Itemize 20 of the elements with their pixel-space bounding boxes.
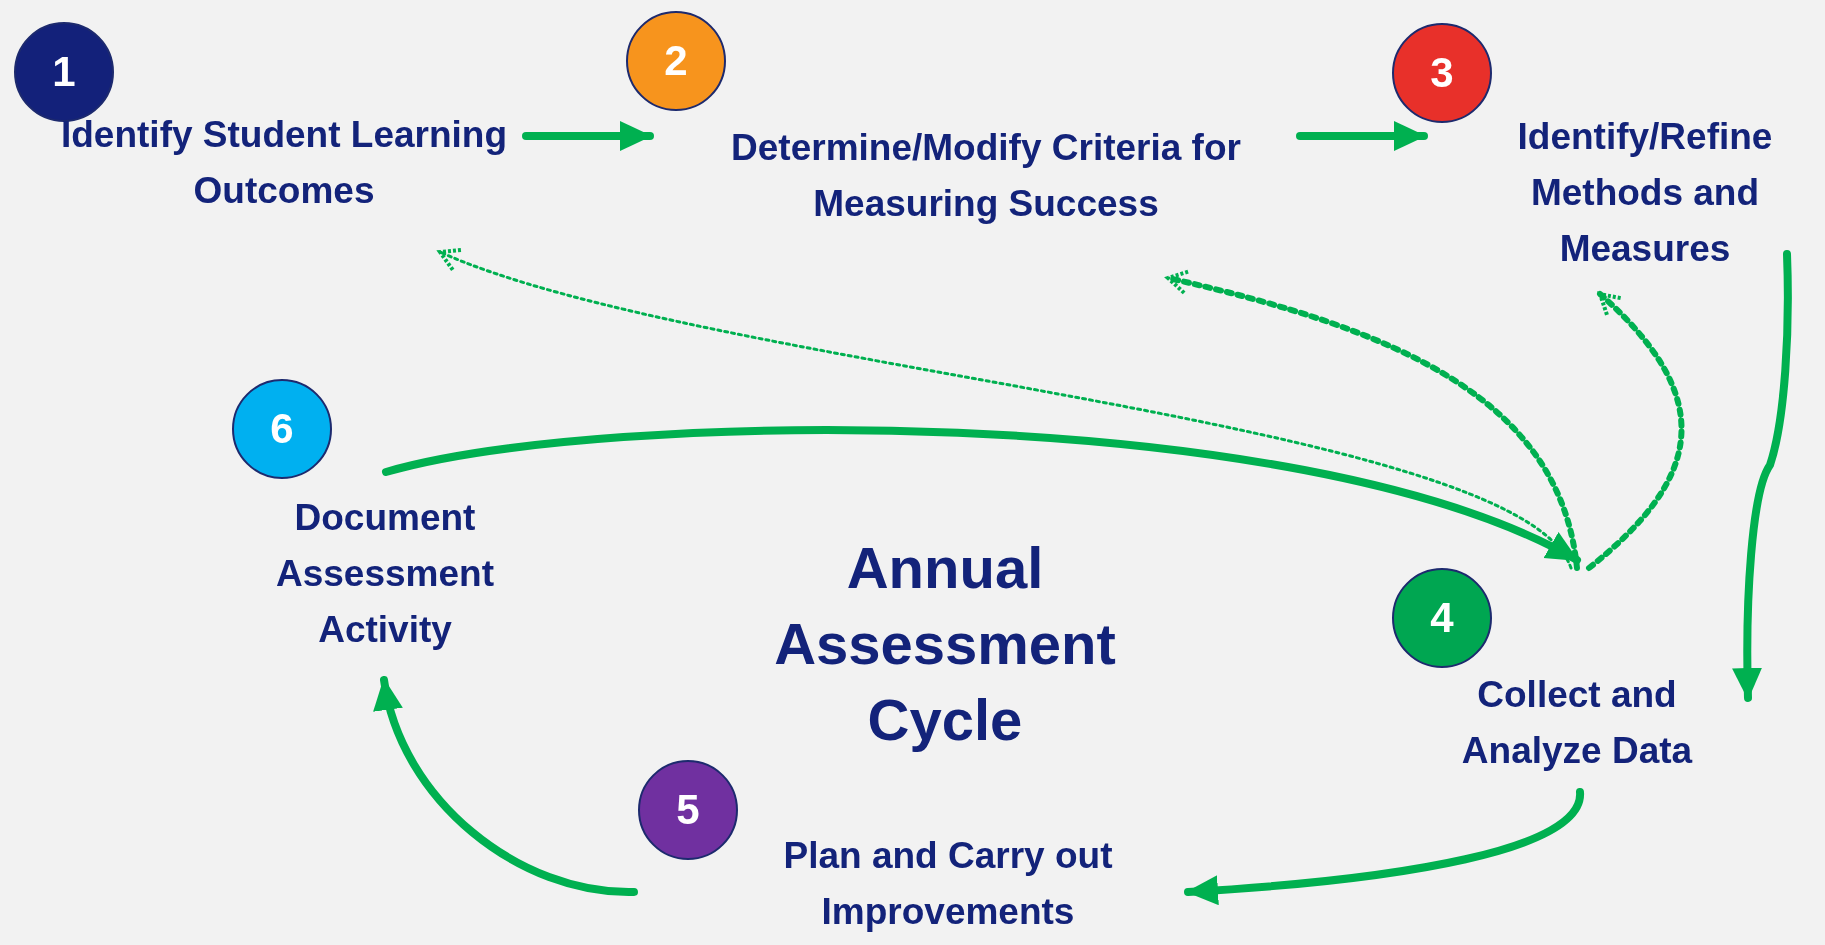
arrow <box>1296 121 1428 151</box>
arrow <box>1732 250 1792 702</box>
number-badge: 4 <box>1392 568 1492 668</box>
number-badge: 6 <box>232 379 332 479</box>
step-label: Determine/Modify Criteria for Measuring Success <box>730 126 1242 226</box>
number-badge: 3 <box>1392 23 1492 123</box>
step-label: Document Assessment Activity <box>275 496 495 652</box>
step-label: Collect and Analyze Data <box>1460 673 1694 773</box>
step-label: Plan and Carry out Improvements <box>782 834 1114 934</box>
arrow <box>522 121 654 151</box>
number-badge: 5 <box>638 760 738 860</box>
step-label: Identify/Refine Methods and Measures <box>1516 115 1774 271</box>
arrow <box>375 676 638 896</box>
cycle-title: Annual Assessment Cycle <box>773 534 1117 754</box>
arrow <box>438 246 1573 570</box>
arrow <box>1586 291 1685 571</box>
arrow <box>1165 269 1580 571</box>
arrow <box>1184 788 1584 906</box>
arrow <box>382 426 1581 564</box>
number-badge: 2 <box>626 11 726 111</box>
